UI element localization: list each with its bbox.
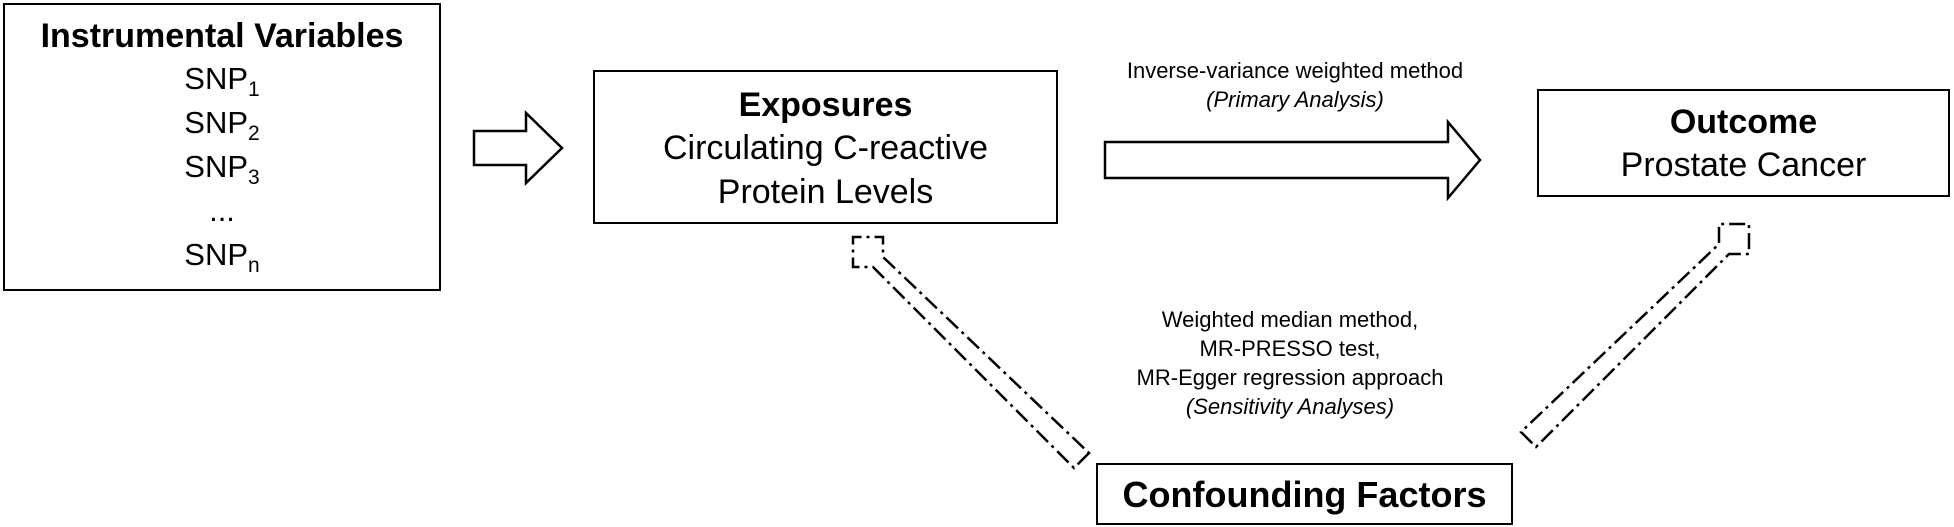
sensitivity-method-text: Weighted median method, bbox=[1161, 307, 1419, 332]
confounding-factors-title: Confounding Factors bbox=[1122, 474, 1487, 515]
outcome-title: Outcome bbox=[1669, 103, 1818, 141]
arrow-iv-to-exposures bbox=[472, 110, 564, 186]
arrow-confounding-to-exposures bbox=[851, 235, 1091, 470]
sensitivity-method-text: MR-Egger regression approach bbox=[1136, 365, 1444, 390]
snp-item: SNP3 bbox=[184, 149, 260, 189]
exposures-line: Protein Levels bbox=[717, 173, 934, 211]
snp-item: SNP2 bbox=[184, 105, 260, 145]
arrow-confounding-to-outcome bbox=[1519, 222, 1751, 449]
sensitivity-analyses-note: Weighted median method, MR-PRESSO test, … bbox=[1080, 305, 1500, 421]
exposures-title: Exposures bbox=[738, 86, 913, 124]
snp-item: SNPn bbox=[184, 237, 260, 277]
primary-analysis-label: (Primary Analysis) bbox=[1206, 87, 1384, 112]
outcome-line: Prostate Cancer bbox=[1620, 146, 1867, 184]
sensitivity-method-text: MR-PRESSO test, bbox=[1199, 336, 1381, 361]
confounding-factors-box: Confounding Factors bbox=[1096, 463, 1513, 525]
instrumental-variables-box: Instrumental Variables SNP1 SNP2 SNP3 ..… bbox=[3, 3, 441, 291]
sensitivity-analyses-label: (Sensitivity Analyses) bbox=[1185, 394, 1395, 419]
exposures-box: Exposures Circulating C-reactive Protein… bbox=[593, 70, 1058, 224]
primary-analysis-note: Inverse-variance weighted method (Primar… bbox=[1070, 56, 1520, 114]
primary-method-text: Inverse-variance weighted method bbox=[1126, 58, 1464, 83]
snp-item: SNP1 bbox=[184, 61, 260, 101]
instrumental-variables-title: Instrumental Variables bbox=[40, 17, 404, 55]
snp-ellipsis: ... bbox=[209, 193, 235, 228]
outcome-box: Outcome Prostate Cancer bbox=[1537, 89, 1950, 197]
exposures-line: Circulating C-reactive bbox=[663, 129, 988, 167]
arrow-exposures-to-outcome bbox=[1103, 118, 1482, 202]
